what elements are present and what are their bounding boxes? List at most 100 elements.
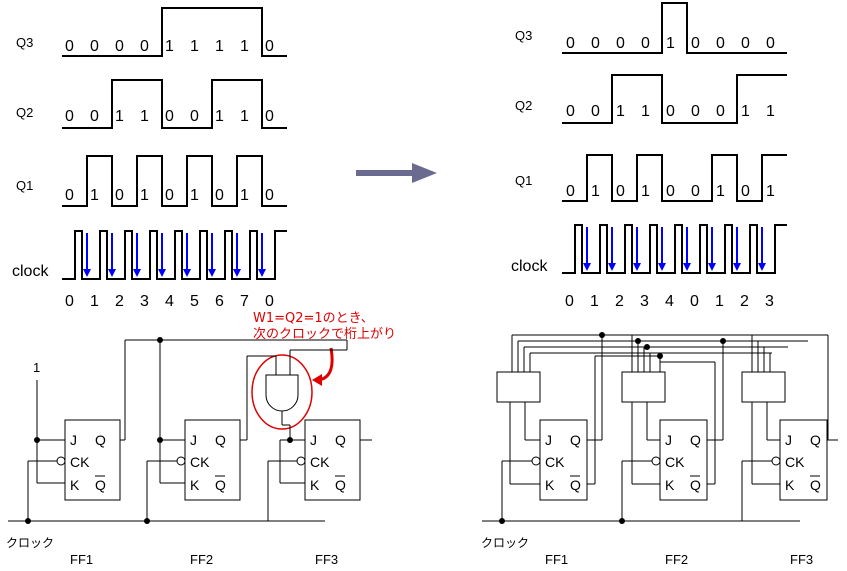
ff3-ck-pin: CK: [310, 454, 330, 470]
bit-value: 3: [140, 293, 149, 310]
ff3-j-pin: J: [310, 432, 317, 448]
input-one-label: 1: [33, 360, 40, 375]
left-clock-arrows: [83, 233, 266, 277]
bit-value: 1: [641, 103, 650, 120]
arrow-down-icon: [633, 263, 641, 271]
left-q2-waveform: [62, 79, 287, 129]
arrow-down-icon: [608, 263, 616, 271]
rff2-qbar-pin: Q: [690, 477, 701, 493]
left-clock-input-label: クロック: [6, 536, 54, 550]
rff1-name: FF1: [545, 552, 568, 567]
bit-value: 0: [666, 183, 675, 200]
bit-value: 0: [691, 35, 700, 52]
q1-label: Q1: [16, 178, 33, 193]
bit-value: 1: [616, 103, 625, 120]
bit-value: 0: [591, 35, 600, 52]
arrow-down-icon: [133, 269, 141, 277]
ff1-ck-pin: CK: [70, 454, 90, 470]
rff3-j-pin: J: [785, 432, 792, 448]
ff1-box: [64, 419, 121, 501]
right-q2-waveform: [562, 74, 787, 124]
right-q3-waveform: [562, 2, 787, 54]
rff2-name: FF2: [665, 552, 688, 567]
ff2-left: J CK K Q Q: [147, 340, 348, 501]
bit-value: 0: [115, 38, 124, 55]
bit-value: 1: [766, 183, 775, 200]
ff2-box: [184, 419, 241, 501]
right-q2-label: Q2: [515, 98, 532, 113]
rff3-name: FF3: [790, 552, 813, 567]
and-gate-highlight: [251, 354, 313, 430]
bit-value: 0: [741, 35, 750, 52]
right-circuit: J CK K Q Q J CK K Q Q J CK K Q Q: [481, 332, 838, 567]
bit-value: 1: [240, 38, 249, 55]
ff2-name: FF2: [190, 552, 213, 567]
ff3-box: [304, 419, 361, 501]
rff1-q-pin: Q: [570, 432, 581, 448]
q2-label: Q2: [16, 105, 33, 120]
ff3-k-pin: K: [310, 477, 320, 493]
rff2-ck-pin: CK: [665, 454, 685, 470]
ff1-left: J CK K Q Q: [28, 337, 347, 501]
bit-value: 1: [90, 293, 99, 310]
rff1-k-pin: K: [545, 477, 555, 493]
bit-value: 0: [90, 38, 99, 55]
left-circuit: 1 J CK K Q Q: [6, 337, 372, 567]
bit-value: 1: [140, 187, 149, 204]
bit-value: 0: [641, 35, 650, 52]
ff2-logic-block: [621, 371, 666, 403]
ff2-ck-pin: CK: [190, 454, 210, 470]
bit-value: 7: [240, 293, 249, 310]
arrow-down-icon: [233, 269, 241, 277]
bit-value: 2: [615, 293, 624, 310]
bit-value: 1: [741, 103, 750, 120]
ff2-right: J CK K Q Q: [651, 419, 708, 501]
rff2-j-pin: J: [665, 432, 672, 448]
bit-value: 0: [65, 38, 74, 55]
right-q1-label: Q1: [515, 173, 532, 188]
ff2-clock-bubble: [176, 456, 186, 466]
arrow-down-icon: [583, 263, 591, 271]
bit-value: 0: [115, 187, 124, 204]
ff2-qbar-pin: Q: [215, 477, 226, 493]
transform-arrow-icon: [356, 163, 437, 183]
ff1-j-pin: J: [70, 432, 77, 448]
right-q1-waveform: [562, 154, 787, 202]
rff3-qbar-pin: Q: [810, 477, 821, 493]
and-gate-icon: [265, 374, 299, 412]
bit-value: 3: [640, 293, 649, 310]
bit-value: 4: [665, 293, 674, 310]
right-clock-waveform: [562, 224, 787, 274]
bit-value: 0: [666, 103, 675, 120]
annotation-line2: 次のクロックで桁上がり: [253, 326, 396, 342]
bit-value: 4: [165, 293, 174, 310]
bit-value: 1: [190, 187, 199, 204]
bit-value: 0: [566, 35, 575, 52]
bit-value: 0: [215, 187, 224, 204]
ff3-q-pin: Q: [335, 432, 346, 448]
bit-value: 0: [65, 293, 74, 310]
ff2-j-pin: J: [190, 432, 197, 448]
q3-label: Q3: [16, 35, 33, 50]
arrow-down-icon: [683, 263, 691, 271]
rff1-qbar-pin: Q: [570, 477, 581, 493]
ff3-clock-bubble: [296, 456, 306, 466]
bit-value: 1: [90, 187, 99, 204]
ff3-name: FF3: [315, 552, 338, 567]
bit-value: 0: [165, 108, 174, 125]
bit-value: 1: [140, 108, 149, 125]
bit-value: 0: [65, 187, 74, 204]
right-clock-arrows: [583, 227, 766, 271]
bit-value: 0: [691, 183, 700, 200]
arrow-down-icon: [183, 269, 191, 277]
left-q3-waveform: [62, 7, 287, 57]
bit-value: 1: [240, 108, 249, 125]
arrow-down-icon: [108, 269, 116, 277]
bit-value: 0: [566, 103, 575, 120]
